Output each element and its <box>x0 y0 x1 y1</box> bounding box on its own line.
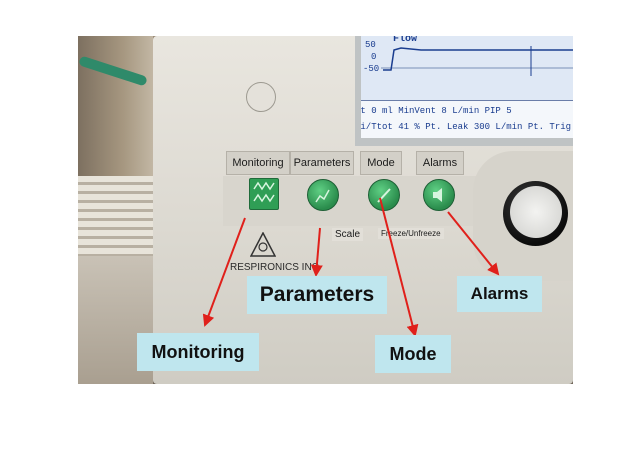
alarms-label: Alarms <box>416 151 464 175</box>
speaker-icon <box>433 188 442 202</box>
readout-row-1: Vt 0 ml MinVent 8 L/min PIP 5 <box>361 106 512 116</box>
plot-title: Flow <box>393 36 418 45</box>
monitoring-button[interactable] <box>249 178 279 210</box>
flow-waveform <box>381 46 573 76</box>
bars-icon <box>315 189 330 203</box>
parameters-button[interactable] <box>307 179 339 211</box>
flow-plot: Flow 50 0 -50 sec <box>361 36 573 100</box>
brand-label: RESPIRONICS INC <box>230 262 319 273</box>
arrow-monitoring <box>202 217 246 327</box>
radiator <box>78 176 153 256</box>
tick-label: 50 <box>365 40 376 50</box>
alarms-callout: Alarms <box>457 276 542 312</box>
parameters-label: Parameters <box>290 151 354 175</box>
mode-label: Mode <box>360 151 402 175</box>
tick-label: -50 <box>363 64 380 74</box>
parameters-callout: Parameters <box>247 276 387 314</box>
respironics-logo-icon <box>250 232 276 257</box>
arrow-alarms <box>447 211 500 276</box>
ventilator-photo: Flow 50 0 -50 sec Vt 0 ml MinVent 8 L/mi… <box>78 36 573 384</box>
arrow-mode <box>379 197 419 337</box>
tick-label: 0 <box>371 52 377 62</box>
monitoring-callout: Monitoring <box>137 333 259 371</box>
freeze-label: Freeze/Unfreeze <box>378 228 444 239</box>
arrow-parameters <box>310 227 323 277</box>
readout-row-2: Ti/Ttot 41 % Pt. Leak 300 L/min Pt. Trig… <box>361 122 573 132</box>
monitoring-label: Monitoring <box>226 151 290 175</box>
ventilator-screen: Flow 50 0 -50 sec Vt 0 ml MinVent 8 L/mi… <box>361 36 573 138</box>
waveform-icon <box>253 181 275 203</box>
mode-callout: Mode <box>375 335 451 373</box>
screen-divider <box>361 100 573 101</box>
round-button[interactable] <box>246 82 276 112</box>
knob-face <box>510 186 562 238</box>
alarms-button[interactable] <box>423 179 455 211</box>
scale-label: Scale <box>332 228 364 241</box>
